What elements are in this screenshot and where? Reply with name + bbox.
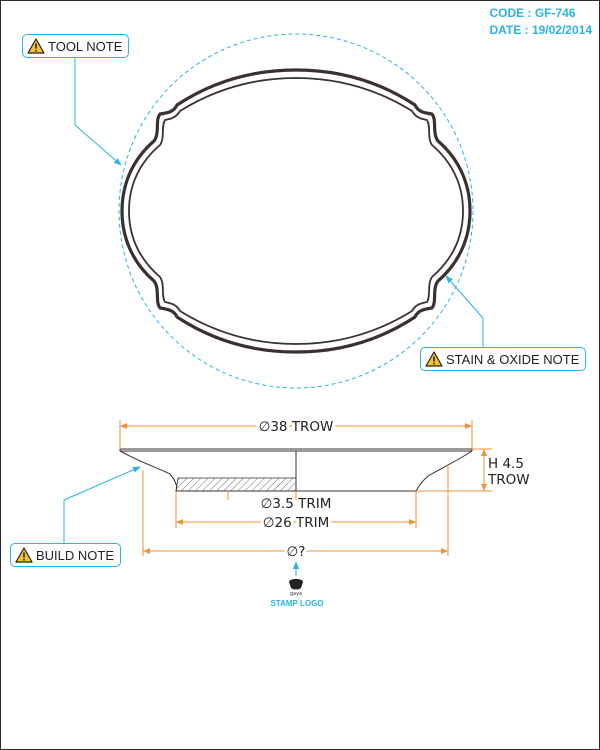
- date-label: DATE :: [489, 23, 529, 37]
- warning-triangle-icon: [27, 38, 45, 54]
- stain-note-label: STAIN & OXIDE NOTE: [446, 351, 580, 367]
- dim-base-diameter: ∅?: [287, 544, 306, 560]
- code-row: CODE : GF-746: [489, 5, 592, 22]
- date-row: DATE : 19/02/2014: [489, 22, 592, 39]
- section-hatch: [175, 477, 297, 492]
- title-block: CODE : GF-746 DATE : 19/02/2014: [489, 5, 592, 39]
- dim-height-line2: TROW: [487, 472, 530, 488]
- tool-note-callout[interactable]: TOOL NOTE: [22, 34, 130, 58]
- tool-note-leader: [74, 57, 122, 166]
- stain-note-callout[interactable]: STAIN & OXIDE NOTE: [420, 347, 587, 371]
- dim-top-diameter: ∅38 TROW: [259, 419, 334, 435]
- date-value: 19/02/2014: [531, 23, 592, 37]
- plate-outline-outer: [120, 68, 472, 354]
- tool-note-label: TOOL NOTE: [48, 38, 123, 54]
- stamp-logo-icon: gaya: [289, 579, 303, 597]
- warning-triangle-icon: [425, 351, 443, 367]
- code-label: CODE :: [489, 6, 532, 20]
- dim-height-line1: H 4.5: [488, 456, 524, 472]
- build-note-label: BUILD NOTE: [36, 547, 115, 563]
- stamp-logo-text: gaya: [290, 591, 302, 597]
- dim-trim-diameter: ∅26 TRIM: [263, 515, 330, 531]
- build-note-leader: [63, 466, 141, 543]
- dimension-lines: [119, 420, 492, 556]
- plate-outline-inner: [128, 77, 464, 345]
- dim-trim-thickness: ∅3.5 TRIM: [261, 496, 332, 512]
- build-note-callout[interactable]: BUILD NOTE: [10, 543, 122, 567]
- code-value: GF-746: [534, 6, 576, 20]
- stamp-logo-label: STAMP LOGO: [270, 599, 324, 608]
- stain-note-leader: [445, 275, 484, 347]
- bounding-circle: [118, 33, 474, 389]
- warning-triangle-icon: [15, 547, 33, 563]
